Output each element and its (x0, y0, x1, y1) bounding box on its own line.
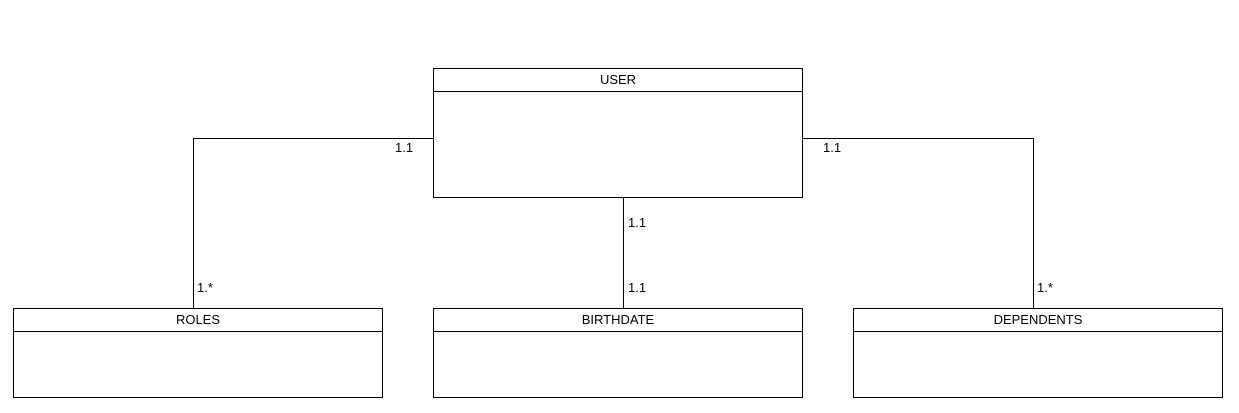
entity-birthdate-title: BIRTHDATE (434, 309, 802, 332)
multiplicity-user-birthdate-birthdate-end: 1.1 (628, 280, 647, 295)
connector-user-dependents (803, 138, 1034, 308)
entity-user[interactable]: USER (433, 68, 803, 198)
entity-birthdate[interactable]: BIRTHDATE (433, 308, 803, 398)
entity-dependents[interactable]: DEPENDENTS (853, 308, 1223, 398)
entity-roles[interactable]: ROLES (13, 308, 383, 398)
entity-user-title: USER (434, 69, 802, 92)
multiplicity-user-roles-user-end: 1.1 (395, 140, 414, 155)
multiplicity-user-dependents-user-end: 1.1 (823, 140, 842, 155)
multiplicity-user-dependents-dependents-end: 1.* (1037, 280, 1053, 295)
entity-roles-title: ROLES (14, 309, 382, 332)
connector-user-roles (193, 138, 434, 308)
multiplicity-user-birthdate-user-end: 1.1 (628, 215, 647, 230)
entity-dependents-title: DEPENDENTS (854, 309, 1222, 332)
multiplicity-user-roles-roles-end: 1.* (197, 280, 213, 295)
